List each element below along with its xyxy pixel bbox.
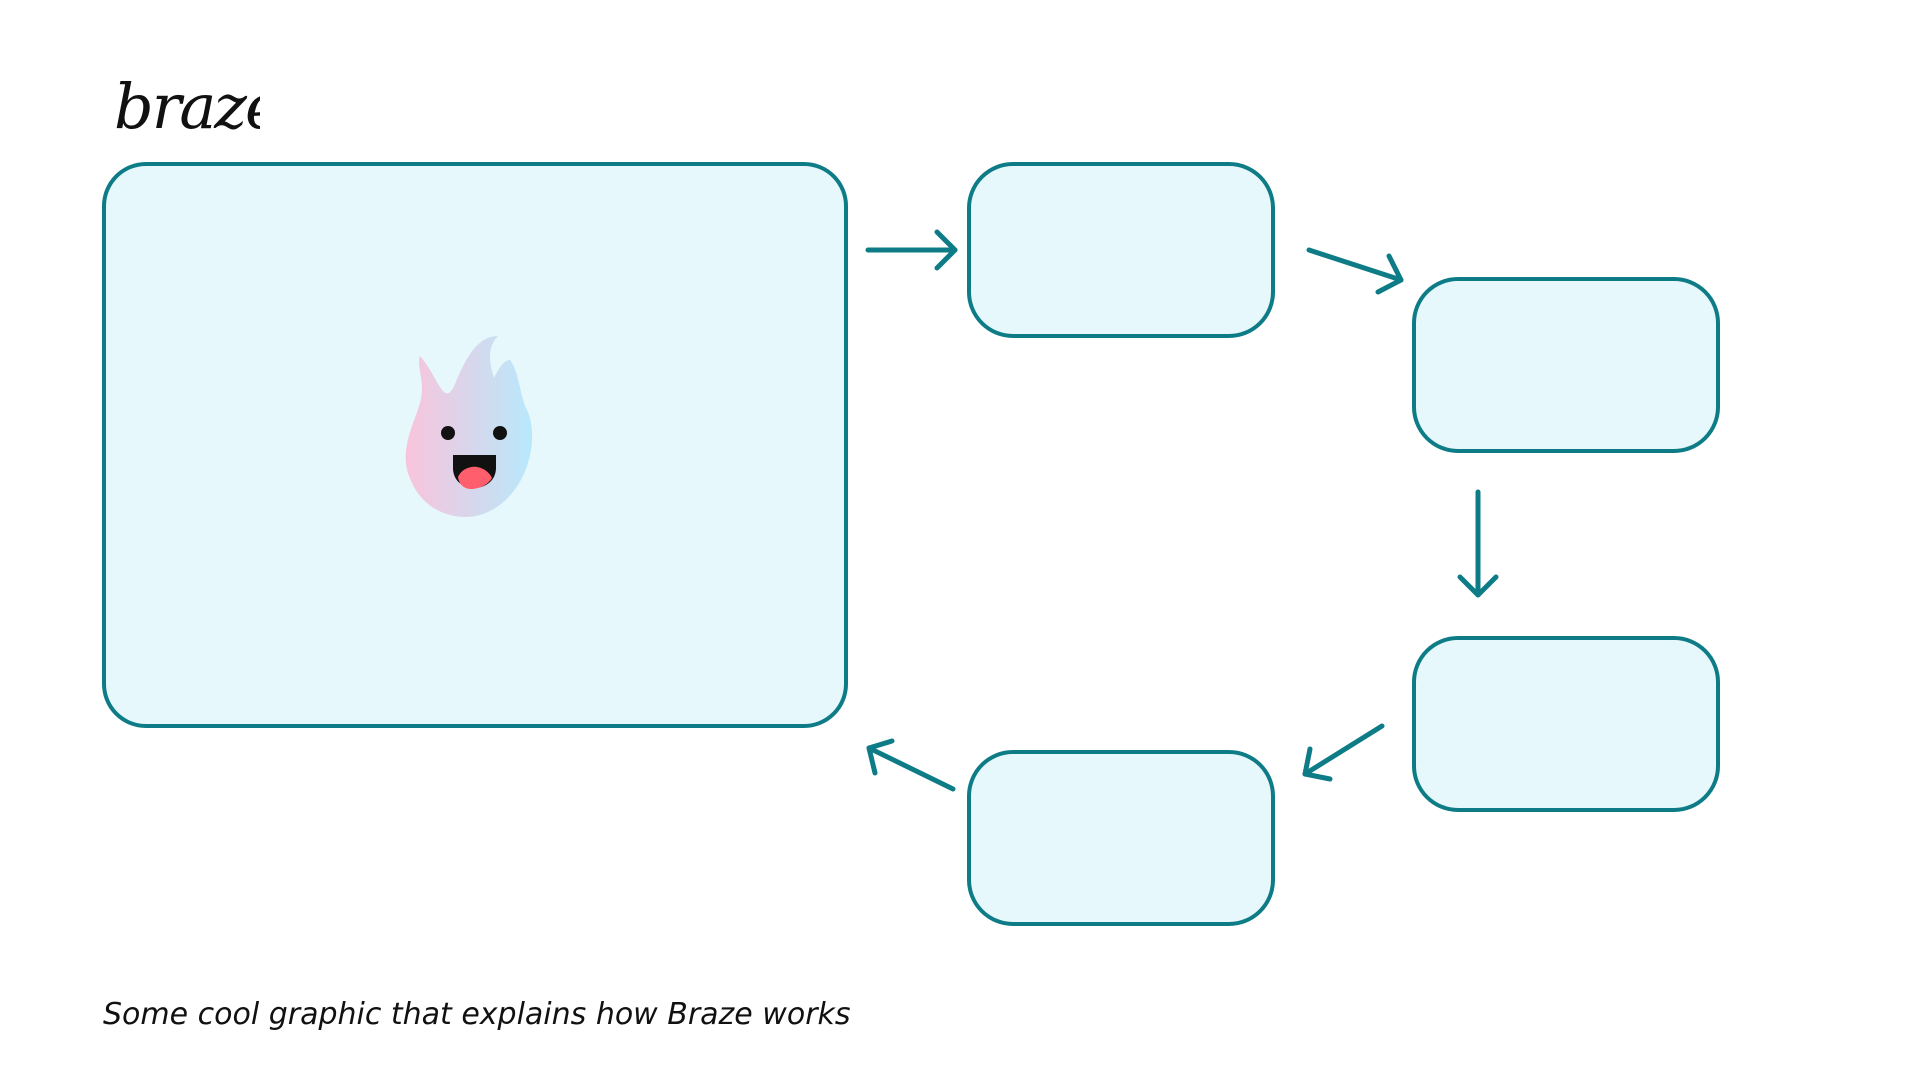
arrow-step4-to-main bbox=[866, 738, 956, 792]
step-3-box bbox=[1412, 636, 1720, 812]
arrow-step2-to-step3 bbox=[1457, 489, 1499, 598]
step-2-box bbox=[1412, 277, 1720, 453]
arrow-step3-to-step4 bbox=[1302, 723, 1385, 782]
step-1-box bbox=[967, 162, 1275, 338]
flame-mascot-icon bbox=[405, 336, 533, 517]
step-4-box bbox=[967, 750, 1275, 926]
braze-logo-text: braze bbox=[114, 70, 260, 143]
braze-logo: braze bbox=[114, 70, 260, 143]
arrow-main-to-step1 bbox=[865, 229, 958, 271]
diagram-caption: Some cool graphic that explains how Braz… bbox=[103, 997, 851, 1032]
arrow-step1-to-step2 bbox=[1306, 247, 1404, 295]
